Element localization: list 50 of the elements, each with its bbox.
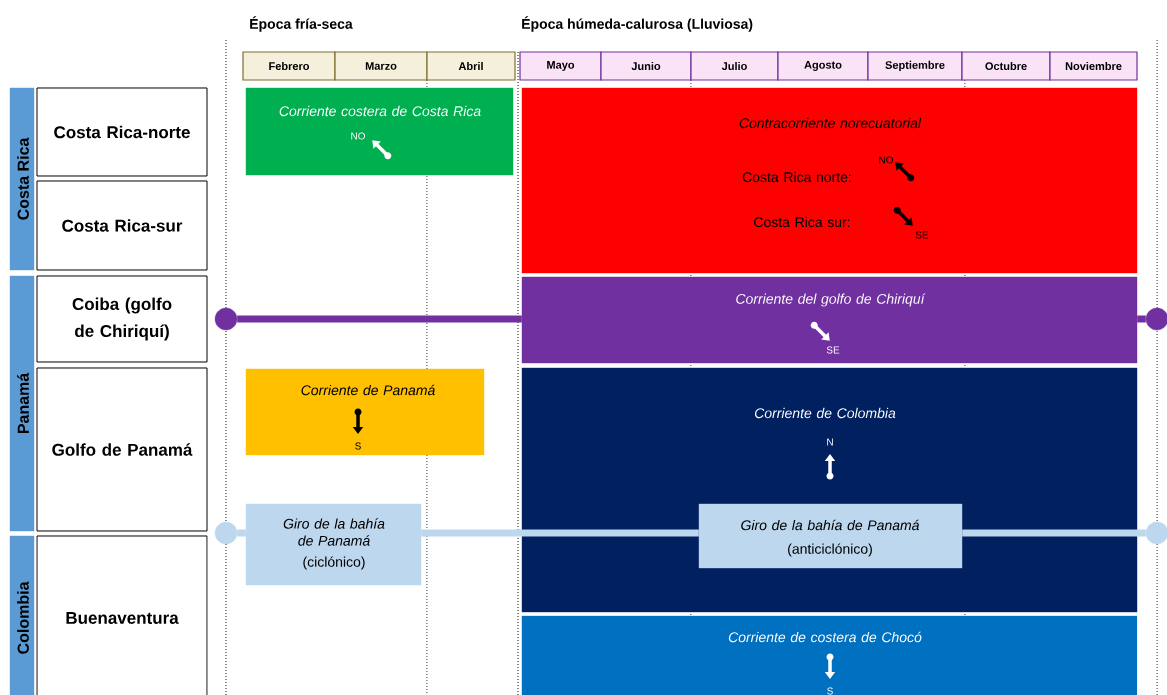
month-header: Octubre: [961, 51, 1051, 81]
current-name: Contracorriente norecuatorial: [739, 117, 922, 129]
month-header: Febrero: [242, 51, 336, 81]
compass-label: SE: [826, 346, 840, 354]
month-header: Abril: [426, 51, 516, 81]
region-box: Buenaventura: [36, 535, 208, 695]
region-band: Colombia: [9, 535, 35, 695]
region-box: Costa Rica-norte: [36, 87, 208, 177]
month-header: Septiembre: [867, 51, 963, 81]
compass-label: NO: [879, 156, 894, 164]
compass-label: S: [355, 442, 361, 450]
end-dot: [1145, 307, 1167, 331]
current-box: [521, 615, 1138, 695]
region-caption: Costa Rica sur:: [754, 216, 850, 228]
month-header: Noviembre: [1049, 51, 1138, 81]
current-name: Giro de la bahía de Panamá: [741, 519, 920, 531]
current-box: [245, 368, 485, 456]
compass-label: NO: [351, 132, 366, 140]
season-heading: Época húmeda-calurosa (Lluviosa): [522, 16, 753, 32]
current-name: Corriente de costera de Chocó: [728, 631, 922, 643]
compass-label: N: [827, 438, 833, 446]
current-name: Corriente costera de Costa Rica: [279, 105, 481, 117]
region-box: Golfo de Panamá: [36, 367, 208, 532]
gyre-type: (anticiclónico): [788, 543, 872, 557]
region-box: Costa Rica-sur: [36, 180, 208, 271]
region-band: Panamá: [9, 275, 35, 532]
gyre-box: [698, 503, 963, 569]
end-dot: [214, 307, 238, 331]
current-box: [521, 276, 1138, 364]
region-caption: Costa Rica norte:: [742, 171, 851, 183]
gyre-box: [245, 503, 422, 586]
current-box: [521, 87, 1138, 274]
end-dot: [1145, 521, 1167, 545]
month-header: Marzo: [334, 51, 428, 81]
season-heading: Época fría-seca: [250, 16, 353, 32]
compass-label: S: [827, 687, 833, 695]
region-box: Coiba (golfo de Chiriquí): [36, 275, 208, 363]
current-box: [245, 87, 514, 176]
current-name: Giro de la bahía de Panamá: [283, 518, 385, 546]
gyre-type: (ciclónico): [303, 556, 365, 570]
compass-label: SE: [915, 231, 929, 239]
current-name: Corriente de Colombia: [754, 407, 896, 419]
month-header: Agosto: [777, 51, 869, 81]
end-dot: [214, 521, 238, 545]
region-band: Costa Rica: [9, 87, 35, 271]
month-header: Mayo: [519, 51, 602, 81]
current-name: Corriente de Panamá: [301, 384, 435, 396]
current-name: Corriente del golfo de Chiriquí: [736, 293, 926, 307]
month-header: Julio: [690, 51, 779, 81]
month-header: Junio: [600, 51, 692, 81]
